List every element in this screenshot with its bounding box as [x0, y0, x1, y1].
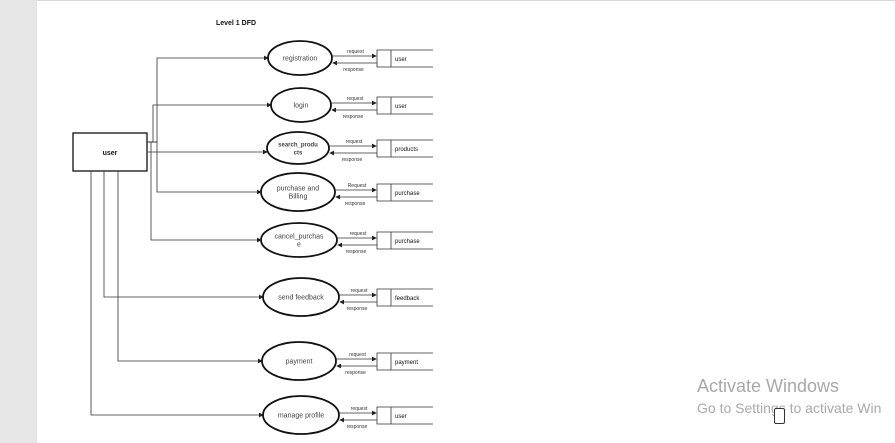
process-circle	[267, 40, 333, 76]
response-label: response	[345, 201, 366, 207]
request-label: request	[346, 139, 363, 145]
flow-user-to-process	[147, 55, 269, 143]
process-circle	[261, 341, 337, 381]
process-label: payment	[286, 359, 313, 366]
response-label: response	[347, 306, 368, 312]
request-label: request	[351, 406, 368, 412]
datastore-box	[376, 96, 433, 115]
response-label: response	[343, 67, 364, 73]
process-label: purchase and	[277, 186, 320, 193]
datastore-label: user	[395, 57, 407, 63]
response-label: response	[347, 424, 368, 430]
datastore-box	[376, 49, 433, 68]
datastore-box	[376, 352, 433, 371]
datastore-label: purchase	[395, 191, 420, 197]
datastore-box	[376, 231, 433, 250]
datastore-label: user	[395, 414, 407, 420]
datastore-label: purchase	[395, 239, 420, 245]
process-circle	[260, 222, 338, 258]
flow-user-to-process	[117, 171, 263, 364]
datastore-label: feedback	[395, 296, 420, 302]
process-label: send feedback	[278, 295, 324, 302]
datastore-label: user	[395, 104, 407, 110]
datastore-box	[376, 139, 433, 158]
canvas-border	[37, 0, 895, 1]
mouse-cursor-icon	[774, 408, 785, 424]
process-circle	[270, 87, 332, 123]
process-circle	[262, 277, 340, 317]
datastore-box	[376, 183, 433, 202]
flow-user-to-process	[147, 141, 262, 195]
flow-user-to-process	[103, 171, 264, 300]
process-circle	[262, 395, 340, 435]
left-gutter	[0, 0, 37, 443]
flow-user-to-process	[147, 102, 272, 143]
request-label: request	[349, 352, 366, 358]
request-label: request	[347, 49, 364, 55]
response-label: response	[345, 370, 366, 376]
response-label: response	[346, 249, 367, 255]
datastore-label: products	[395, 147, 418, 153]
activate-windows-title: Activate Windows	[697, 376, 840, 396]
flow-user-to-process	[147, 141, 262, 243]
request-label: Request	[348, 183, 367, 189]
response-label: response	[342, 157, 363, 163]
request-label: request	[347, 96, 364, 102]
request-label: request	[350, 231, 367, 237]
process-circle	[266, 131, 330, 165]
process-label: cancel_purchas	[274, 234, 324, 241]
datastore-box	[376, 288, 433, 307]
process-label: Billing	[289, 194, 308, 201]
response-label: response	[343, 114, 364, 120]
process-label: cts	[294, 151, 303, 157]
activate-windows-subtitle[interactable]: Go to Settings to activate Win	[697, 400, 882, 416]
process-label: manage profile	[278, 413, 324, 420]
entity-label: user	[103, 150, 118, 157]
process-label: login	[294, 103, 309, 110]
datastore-label: payment	[395, 360, 418, 366]
diagram-title: Level 1 DFD	[216, 20, 256, 27]
entity-box	[72, 132, 148, 172]
process-circle	[260, 172, 336, 212]
process-label: registration	[283, 56, 318, 63]
process-label: e	[297, 242, 301, 249]
flow-user-to-process	[90, 171, 264, 418]
request-label: request	[351, 288, 368, 294]
datastore-box	[376, 406, 433, 425]
process-label: search_produ	[278, 143, 318, 149]
